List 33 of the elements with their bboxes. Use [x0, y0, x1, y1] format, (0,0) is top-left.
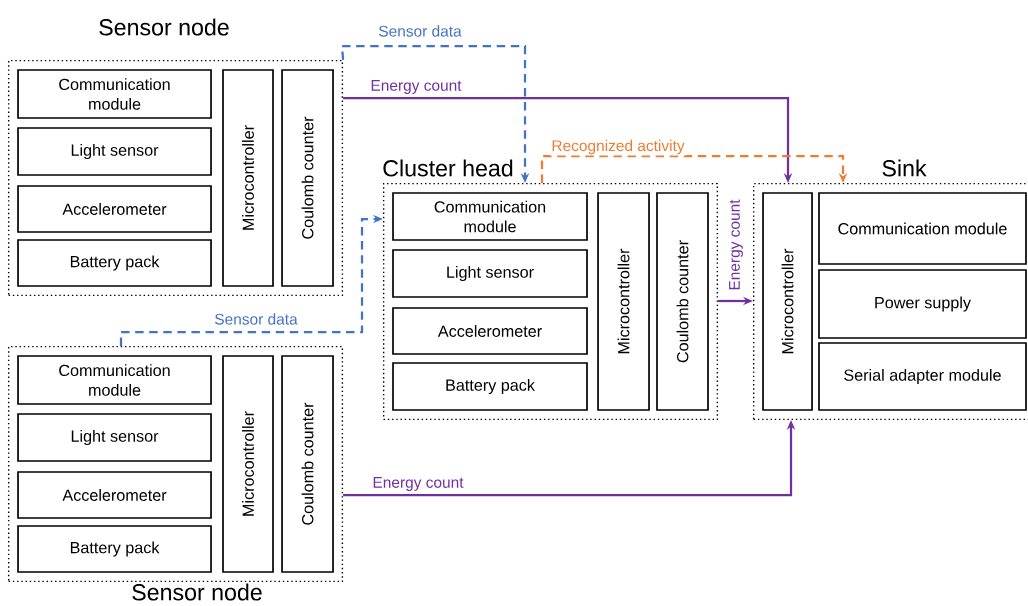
module-box: Serial adapter module	[818, 342, 1027, 411]
arrow	[540, 154, 848, 183]
edge-label: Sensor data	[212, 311, 300, 327]
group-title: Sensor node	[99, 18, 229, 36]
group-title: Sink	[882, 159, 927, 177]
edge-label: Energy count	[727, 198, 745, 292]
module-box: Microcontroller	[597, 192, 650, 411]
group-title: Cluster head	[383, 159, 513, 177]
module-box: Light sensor	[17, 413, 212, 462]
module-box: Communication module	[17, 69, 212, 119]
module-box: Coulomb counter	[281, 355, 334, 573]
edge-label: Energy count	[369, 78, 463, 96]
module-box: Coulomb counter	[281, 69, 334, 287]
module-box: Accelerometer	[392, 307, 588, 355]
module-box: Power supply	[818, 269, 1027, 339]
module-box: Light sensor	[392, 249, 588, 298]
edge-label: Recognized activity	[550, 138, 687, 156]
module-box: Coulomb counter	[656, 192, 709, 411]
module-box: Microcontroller	[762, 192, 813, 411]
module-box: Accelerometer	[17, 185, 212, 233]
module-box: Battery pack	[17, 239, 212, 287]
edge-label: Sensor data	[376, 23, 464, 39]
module-box: Microcontroller	[222, 355, 274, 573]
module-box: Communication module	[818, 192, 1027, 265]
module-box: Communication module	[17, 355, 212, 405]
module-box: Communication module	[392, 192, 588, 241]
module-box: Microcontroller	[222, 69, 274, 287]
module-box: Accelerometer	[17, 471, 212, 519]
module-box: Light sensor	[17, 127, 212, 176]
module-box: Battery pack	[392, 362, 588, 411]
edge-label: Energy count	[371, 475, 465, 493]
module-box: Battery pack	[17, 525, 212, 573]
group-title: Sensor node	[132, 583, 262, 601]
